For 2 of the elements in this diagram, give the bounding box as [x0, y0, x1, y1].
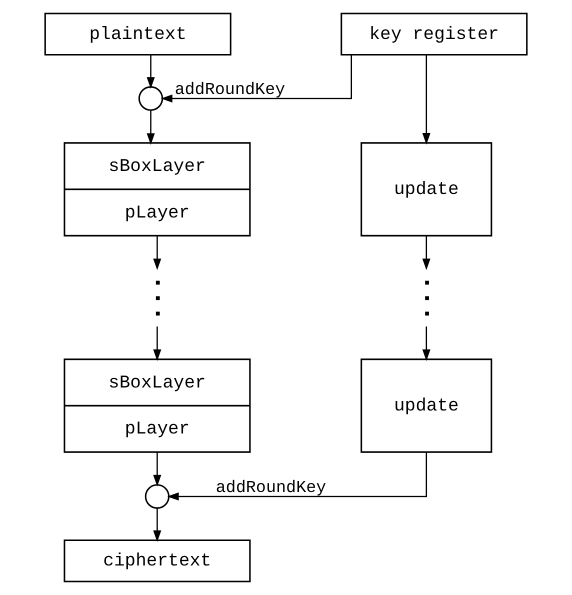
edge-label: addRoundKey	[174, 80, 286, 100]
edge-label: addRoundKey	[216, 478, 326, 498]
